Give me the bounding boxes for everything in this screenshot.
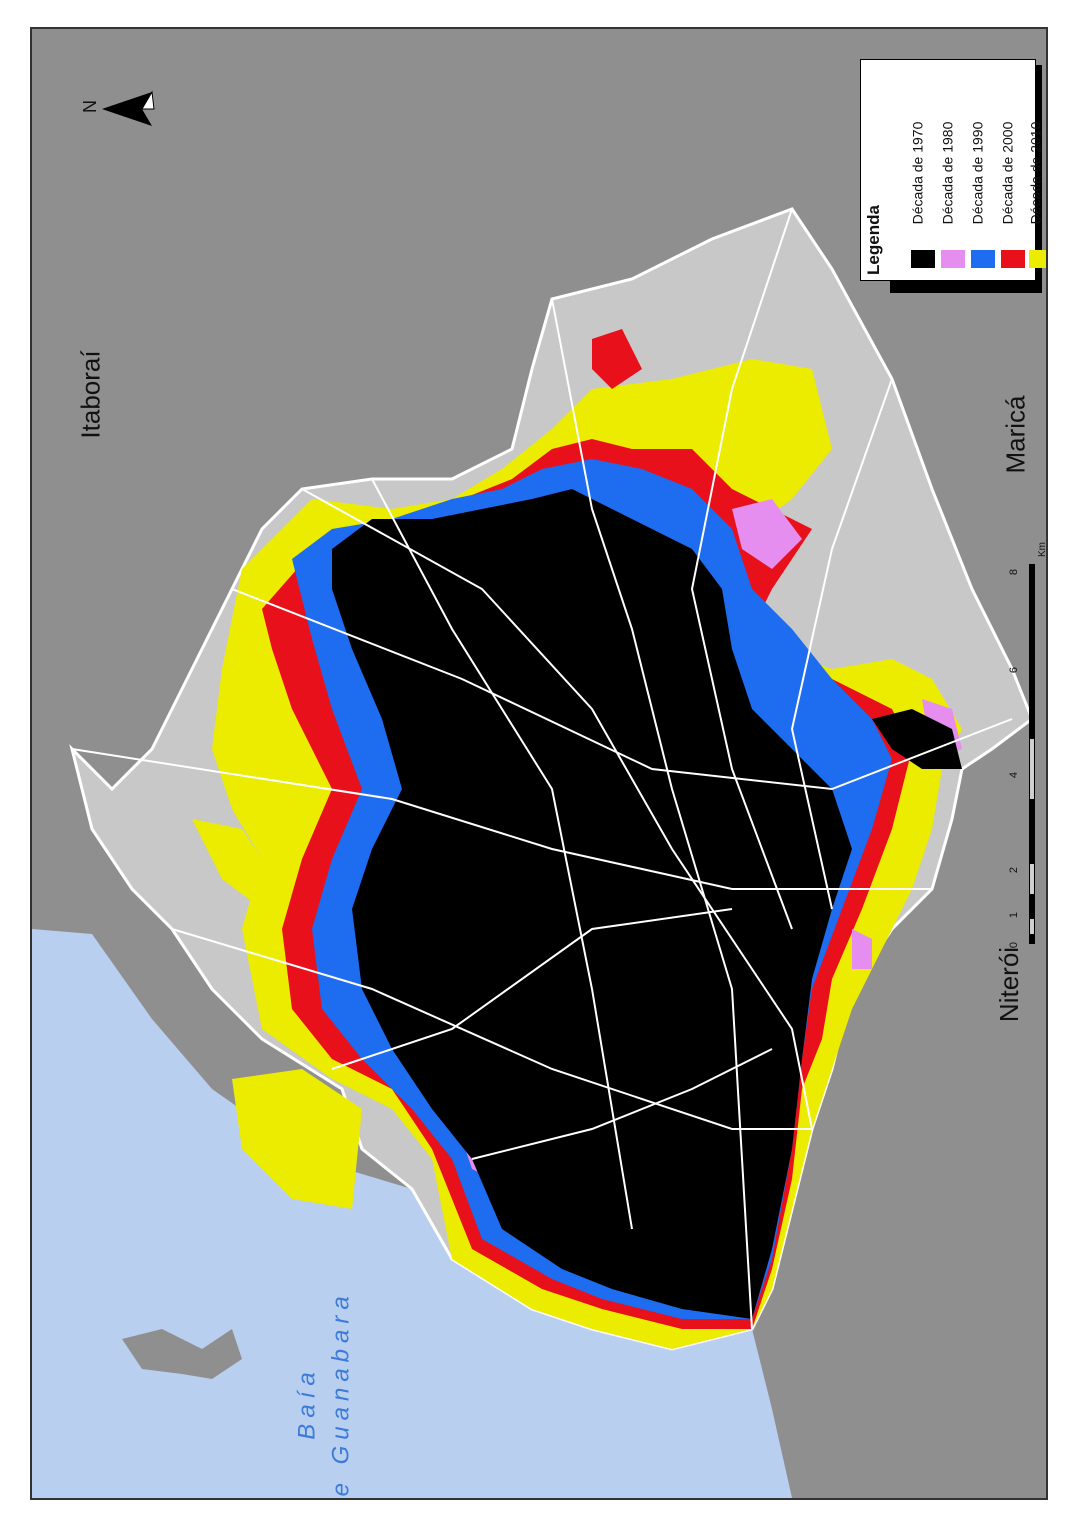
bay-line1: Baía — [293, 1366, 321, 1440]
label-itaborai: Itaboraí — [75, 350, 106, 439]
legend: Legenda Década de 1970 Década de 1980 Dé… — [860, 59, 1046, 293]
legend-box: Legenda Década de 1970 Década de 1980 Dé… — [860, 59, 1046, 281]
legend-swatch-1990 — [971, 250, 995, 268]
legend-label-2000: Década de 2000 — [999, 121, 1016, 225]
scale-tick-label: 0 — [1008, 941, 1021, 949]
legend-swatch-1980 — [941, 250, 965, 268]
scale-tick-label: 4 — [1008, 771, 1021, 779]
scale-bar-segment — [1030, 739, 1034, 799]
scale-tick-label: 2 — [1008, 866, 1021, 874]
bay-line2: de Guanabara — [327, 1290, 355, 1500]
scale-bar: 0 1 2 4 6 8 Km — [1008, 534, 1048, 954]
legend-label-1980: Década de 1980 — [939, 121, 956, 225]
legend-label-1970: Década de 1970 — [909, 121, 926, 225]
label-marica: Maricá — [1000, 395, 1031, 474]
scale-tick-label: 6 — [1008, 666, 1021, 674]
legend-title: Legenda — [863, 205, 883, 275]
legend-swatch-2000 — [1001, 250, 1025, 268]
legend-swatch-2010 — [1029, 250, 1046, 268]
scale-bar-segment — [1030, 919, 1034, 934]
scale-bar-segment — [1030, 864, 1034, 894]
label-niteroi: Niterói — [994, 946, 1025, 1023]
north-arrow-label: N — [80, 100, 100, 113]
north-arrow-icon — [102, 90, 155, 126]
legend-swatch-1970 — [911, 250, 935, 268]
legend-label-1990: Década de 1990 — [969, 121, 986, 225]
layer-decada-1970 — [332, 489, 962, 1319]
map-frame: N Itaboraí Maricá Niterói Baía de Guanab… — [30, 27, 1048, 1500]
map-canvas — [32, 207, 1034, 1498]
north-arrow: N — [80, 84, 182, 134]
label-guanabara-bay: Baía de Guanabara — [291, 1290, 359, 1500]
scale-tick-label: 8 — [1008, 568, 1021, 576]
legend-label-2010: Década de 2010 — [1027, 121, 1044, 225]
bay-island — [122, 1329, 242, 1379]
scale-unit-label: Km — [1037, 542, 1048, 557]
district-boundaries — [71, 208, 1013, 1330]
scale-tick-label: 1 — [1008, 911, 1021, 919]
